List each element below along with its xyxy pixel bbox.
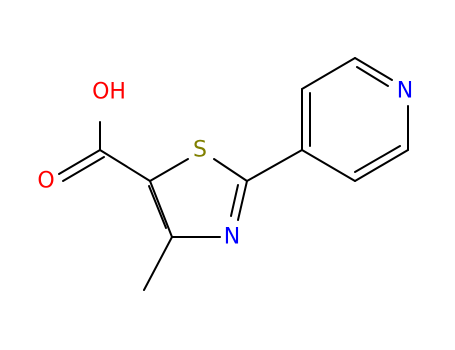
- carbonyl-oxygen-label: O: [37, 169, 54, 194]
- sulfur-label: S: [193, 138, 207, 163]
- bond-c4-methyl: [143, 236, 173, 291]
- bond-carboxyl-c-o-double-b: [62, 156, 105, 182]
- bond-py-c5-c6-inner: [354, 145, 401, 173]
- bond-carboxyl-c-c5: [99, 149, 151, 182]
- bond-py-c6-c1: [301, 149, 356, 182]
- bond-c5-s: [149, 158, 189, 182]
- bond-c2-n3-b: [230, 184, 239, 217]
- bond-s-c2: [213, 158, 248, 182]
- hydroxyl-label: OH: [92, 80, 126, 105]
- bond-c4-c5-a: [149, 180, 173, 238]
- bond-py-c2-c3: [301, 57, 356, 90]
- bond-py-c3-n-inner: [356, 66, 389, 87]
- bond-py-c5-c6: [354, 149, 409, 182]
- pyridine-nitrogen-label: N: [397, 79, 413, 104]
- bond-c2-n3-a: [237, 180, 248, 221]
- bond-carboxyl-c-o-double-a: [58, 149, 101, 175]
- bond-c4-c5-b: [148, 185, 167, 229]
- bond-c2-pyridine: [246, 149, 303, 182]
- bond-py-c3-n: [354, 57, 393, 81]
- thiazole-nitrogen-label: N: [224, 225, 240, 250]
